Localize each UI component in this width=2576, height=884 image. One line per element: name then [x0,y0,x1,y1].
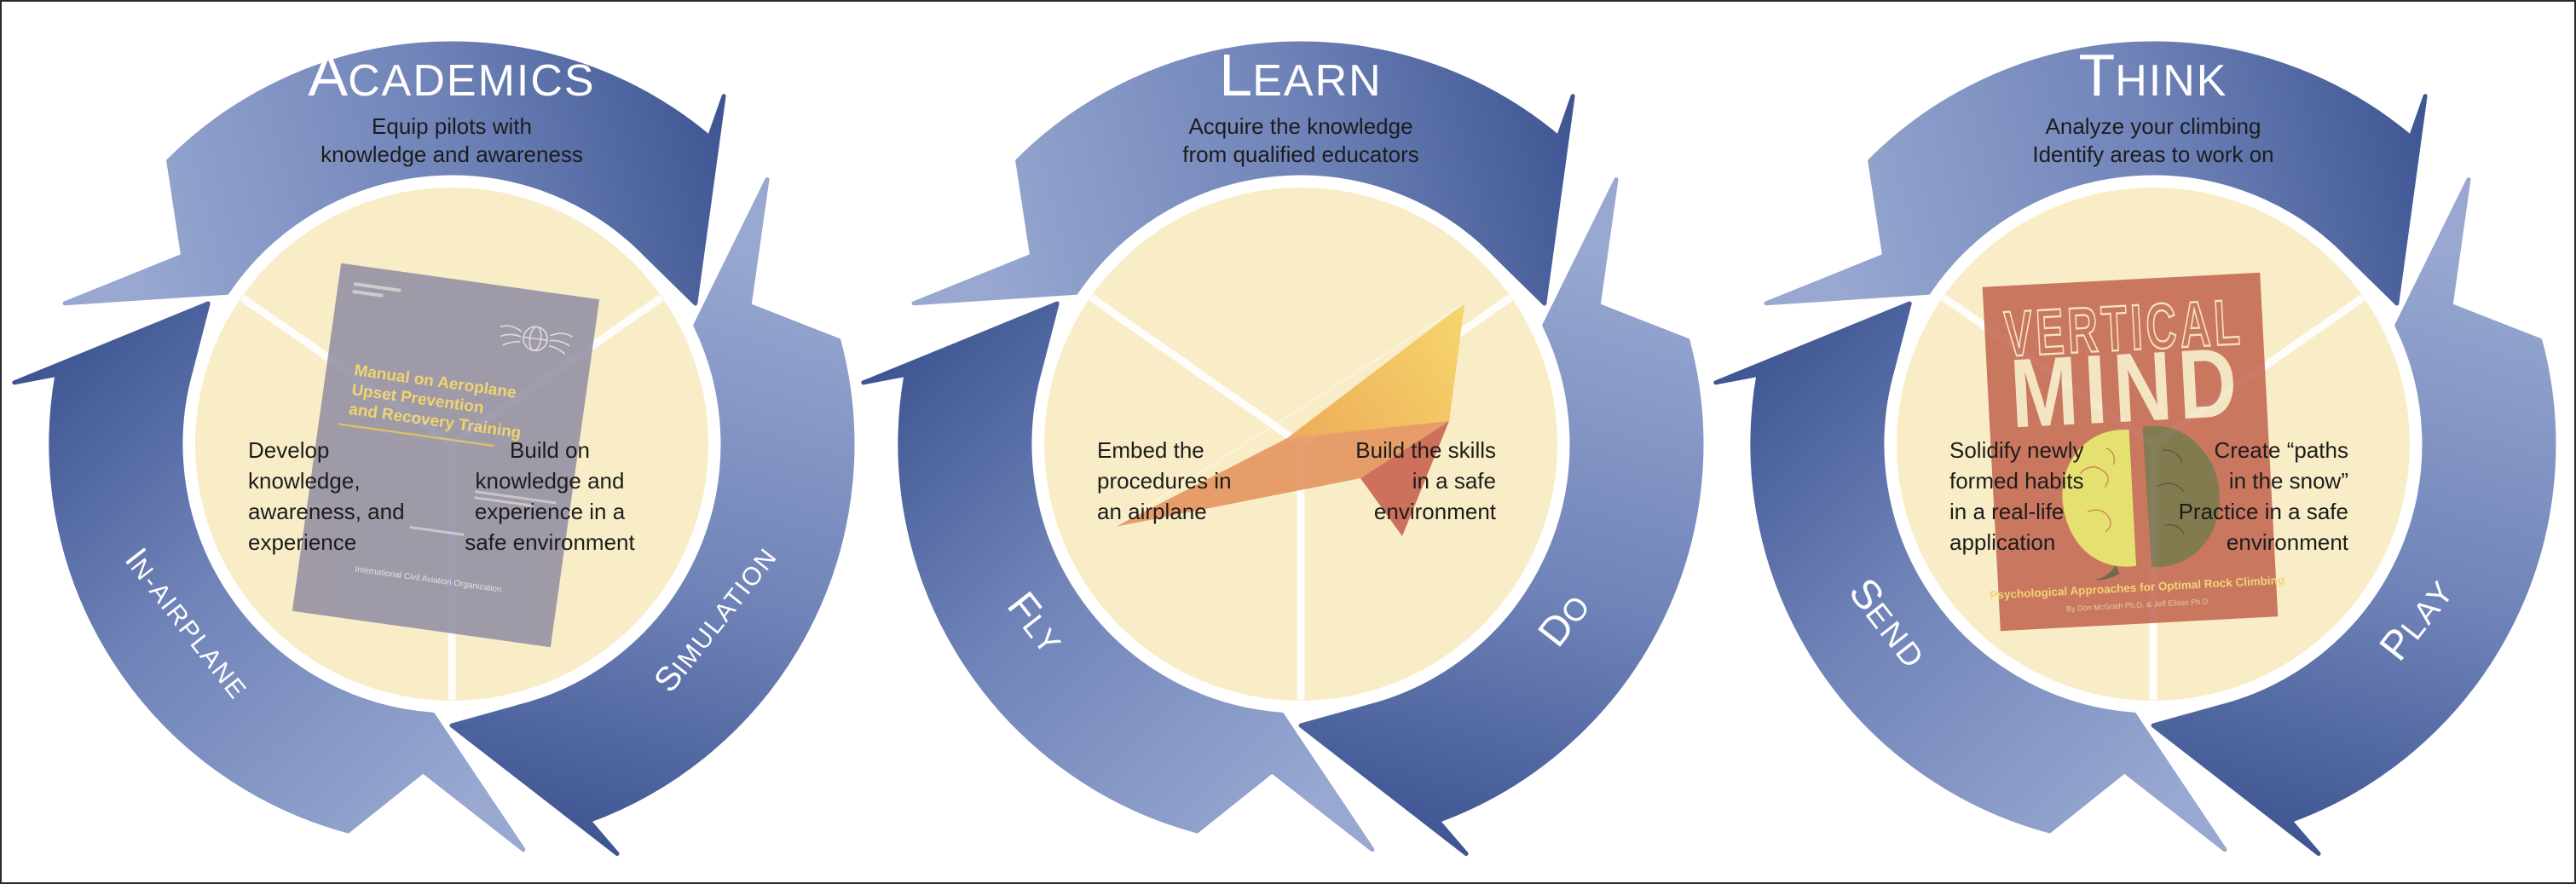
vm-title-mind: MIND [2007,328,2245,449]
text-line: Identify areas to work on [2032,142,2274,167]
paper-airplane-graphic [1114,302,1465,536]
text-line: from qualified educators [1182,142,1419,167]
text-line: environment [1373,499,1496,524]
icao-manual-cover: Manual on Aeroplane Upset Prevention and… [292,263,600,648]
text-line: in a real-life [1949,499,2065,524]
cover-smalltext-smudge [409,490,557,536]
cycle-diagram-aviation-training: Manual on Aeroplane Upset Prevention and… [30,22,874,866]
text-line: knowledge, [248,468,361,494]
text-line: Acquire the knowledge [1188,113,1413,139]
sector-text-left: Solidify newly formed habits in a real-l… [1949,435,2146,558]
text-line: Create “paths [2214,437,2348,463]
cover-doc-number-smudge [352,282,401,298]
text-line: procedures in [1097,468,1232,494]
vm-title-vertical: VERTICAL [2002,286,2244,371]
text-line: in the snow” [2228,468,2348,494]
text-line: Build on [510,437,590,463]
sector-text-right: Build on knowledge and experience in a s… [430,435,669,558]
text-line: Analyze your climbing [2045,113,2261,139]
cycle-diagram-think-send-play: VERTICAL MIND [1731,22,2575,866]
text-line: Develop [248,437,330,463]
text-line: Practice in a safe [2178,499,2348,524]
sector-text-right: Build the skills in a safe environment [1254,435,1496,527]
text-line: Equip pilots with [372,113,532,139]
text-line: experience [248,529,357,555]
text-line: environment [2226,529,2348,555]
title-underline [338,423,495,448]
text-line: application [1949,529,2056,555]
vertical-mind-cover: VERTICAL MIND [1982,272,2285,632]
sector-text-left: Develop knowledge, awareness, and experi… [248,435,444,558]
text-line: in a safe [1412,468,1496,494]
cycle-ring-graphic: Manual on Aeroplane Upset Prevention and… [30,22,874,866]
sector-text-top: Analyze your climbing Identify areas to … [1940,113,2366,169]
text-line: awareness, and [248,499,405,524]
text-line: Build the skills [1355,437,1496,463]
text-line: Embed the [1097,437,1204,463]
ring-label-first-letter: A [308,42,349,108]
text-line: experience in a [474,499,626,524]
brain-illustration [2062,425,2220,581]
text-line: an airplane [1097,499,1207,524]
cycle-ring-graphic: VERTICAL MIND [1731,22,2575,866]
text-line: formed habits [1949,468,2084,494]
text-line: knowledge and awareness [321,142,583,167]
sector-text-right: Create “paths in the snow” Practice in a… [2106,435,2348,558]
sector-text-left: Embed the procedures in an airplane [1097,435,1293,527]
text-line: knowledge and [475,468,625,494]
text-line: Solidify newly [1949,437,2084,463]
cycle-ring-graphic [879,22,1723,866]
text-line: safe environment [465,529,635,555]
sector-text-top: Equip pilots with knowledge and awarenes… [239,113,665,169]
sector-text-top: Acquire the knowledge from qualified edu… [1088,113,1514,169]
icao-emblem-icon [500,325,574,355]
